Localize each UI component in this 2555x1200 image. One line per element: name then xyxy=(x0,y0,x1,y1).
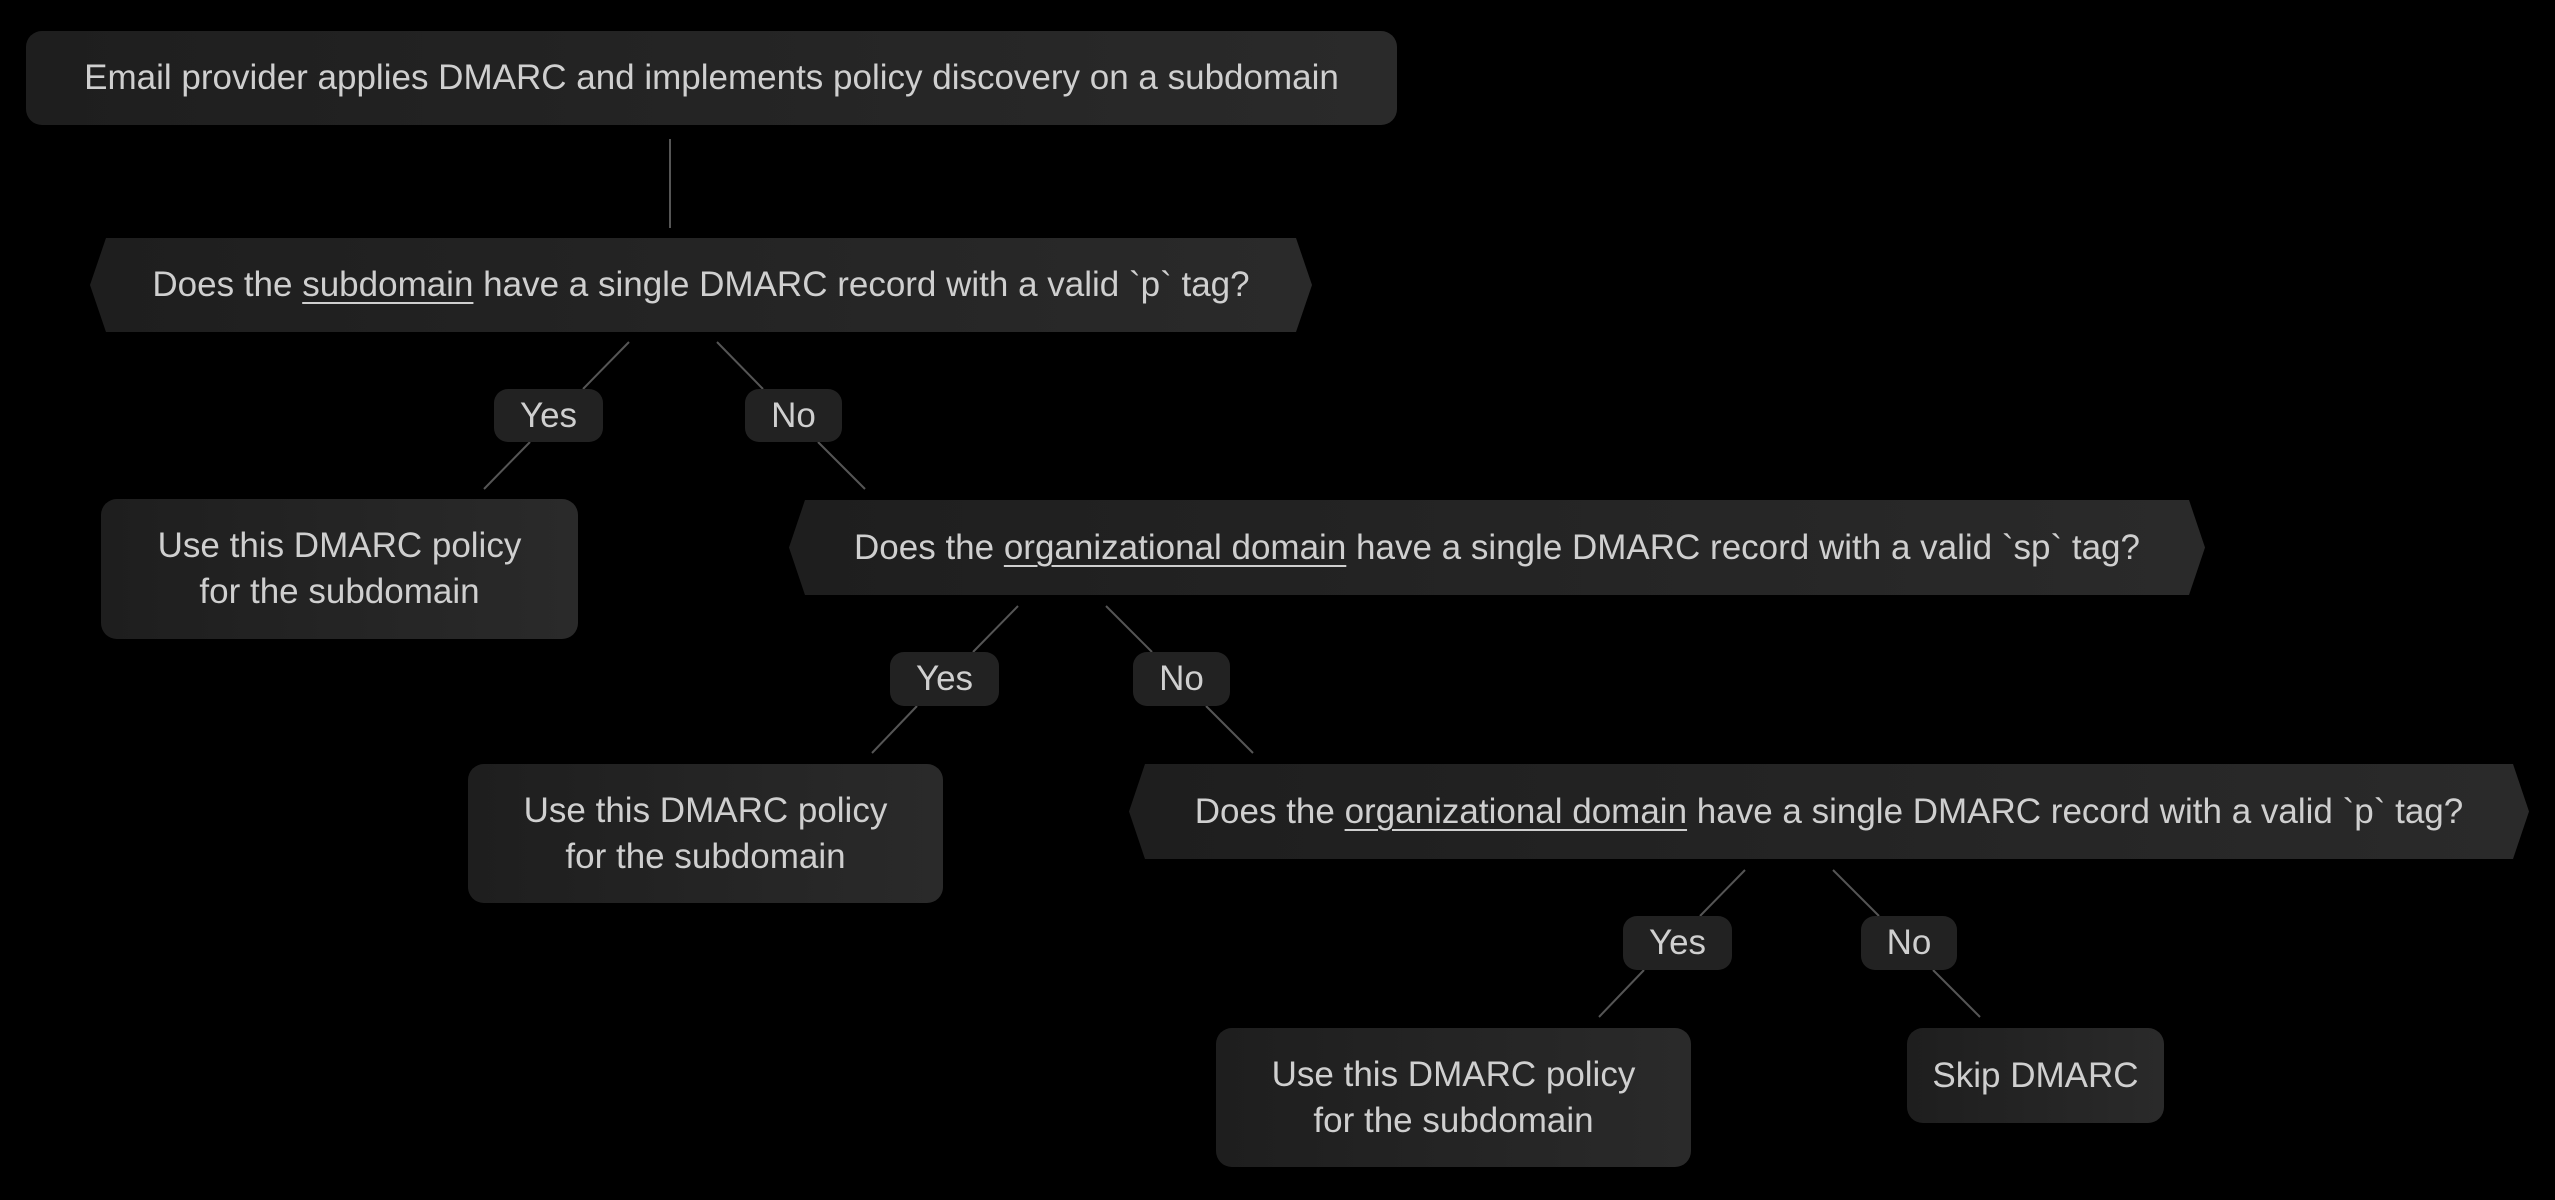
text: Does the xyxy=(1194,791,1345,831)
line: for the subdomain xyxy=(199,572,480,611)
edge-q1-yes xyxy=(582,341,630,390)
result-use-policy: Use this DMARC policy for the subdomain xyxy=(101,499,578,639)
edge-no-q2 xyxy=(817,441,866,490)
line: Use this DMARC policy xyxy=(523,790,888,830)
text: have a single DMARC record with a valid … xyxy=(1687,791,2464,831)
edge-q2-yes xyxy=(972,605,1019,653)
line: Use this DMARC policy xyxy=(1271,1054,1636,1094)
edge-q3-yes xyxy=(1699,869,1746,917)
text: Does the xyxy=(854,527,1004,567)
text: Does the xyxy=(152,265,303,304)
line: for the subdomain xyxy=(1313,1100,1594,1140)
edge-q2-no xyxy=(1105,605,1153,653)
edge-label-yes: Yes xyxy=(1623,916,1732,970)
result-skip-dmarc: Skip DMARC xyxy=(1907,1028,2164,1123)
text: have a single DMARC record with a valid … xyxy=(1346,527,2140,567)
text: have a single DMARC record with a valid … xyxy=(473,265,1250,304)
line: Use this DMARC policy xyxy=(157,526,522,565)
decision-subdomain-p: Does the subdomain have a single DMARC r… xyxy=(90,238,1312,332)
result-use-policy: Use this DMARC policy for the subdomain xyxy=(1216,1028,1691,1167)
term-organizational-domain: organizational domain xyxy=(1003,527,1347,567)
edge-label-yes: Yes xyxy=(494,389,603,442)
edge-q1-no xyxy=(716,341,764,390)
edge-label-no: No xyxy=(745,389,842,442)
decision-org-p: Does the organizational domain have a si… xyxy=(1129,764,2529,859)
start-node: Email provider applies DMARC and impleme… xyxy=(26,31,1397,125)
edge-label-yes: Yes xyxy=(890,652,999,706)
edge-no-q3 xyxy=(1205,705,1254,754)
edge-no-skip xyxy=(1932,969,1981,1018)
decision-org-sp: Does the organizational domain have a si… xyxy=(789,500,2205,595)
term-subdomain: subdomain xyxy=(302,265,474,304)
edge-yes-result2 xyxy=(871,705,918,754)
line: for the subdomain xyxy=(565,836,846,876)
edge-label-no: No xyxy=(1133,652,1230,706)
edge-yes-result1 xyxy=(483,441,531,490)
edge-yes-result3 xyxy=(1598,969,1645,1018)
edge-q3-no xyxy=(1832,869,1880,917)
edge-label-no: No xyxy=(1861,916,1957,970)
result-use-policy: Use this DMARC policy for the subdomain xyxy=(468,764,943,903)
term-organizational-domain: organizational domain xyxy=(1344,791,1688,831)
